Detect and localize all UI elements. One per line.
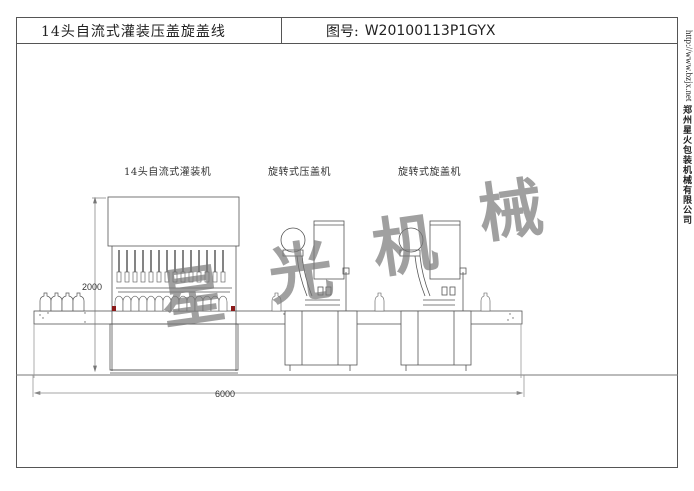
label-press-capping-machine: 旋转式压盖机 — [268, 167, 331, 178]
drawing-title: 14头自流式灌装压盖旋盖线 — [17, 18, 282, 43]
title-block: 14头自流式灌装压盖旋盖线 图号: W20100113P1GYX — [16, 17, 678, 44]
height-dimension — [92, 196, 106, 373]
stopper-marker-right — [231, 306, 235, 311]
drawing-number: W20100113P1GYX — [364, 22, 496, 39]
length-dimension — [32, 375, 525, 397]
length-dimension-value: 6000 — [215, 389, 235, 399]
filling-nozzles — [118, 250, 224, 272]
height-dimension-value: 2000 — [82, 282, 102, 292]
company-name: 郑州星火包装机械有限公司 — [682, 105, 692, 226]
label-screw-capping-machine: 旋转式旋盖机 — [398, 167, 461, 178]
conveyor — [33, 310, 523, 378]
website-url: http://www.bzjx.net — [684, 30, 694, 102]
filling-nozzle-tips — [116, 271, 226, 283]
press-capping-machine — [280, 220, 358, 371]
label-filling-machine: 14头自流式灌装机 — [124, 167, 212, 178]
drawing-number-cell: 图号: W20100113P1GYX — [282, 18, 677, 43]
side-margin: http://www.bzjx.net 郑州星火包装机械有限公司 — [678, 30, 694, 260]
stopper-marker-left — [112, 306, 116, 311]
filling-machine — [107, 196, 240, 374]
transfer-bottles — [271, 292, 491, 312]
infeed-bottles — [39, 292, 85, 312]
screw-capping-machine — [398, 220, 472, 371]
drawing-number-label: 图号: — [326, 23, 359, 40]
filler-bottles — [114, 295, 228, 312]
